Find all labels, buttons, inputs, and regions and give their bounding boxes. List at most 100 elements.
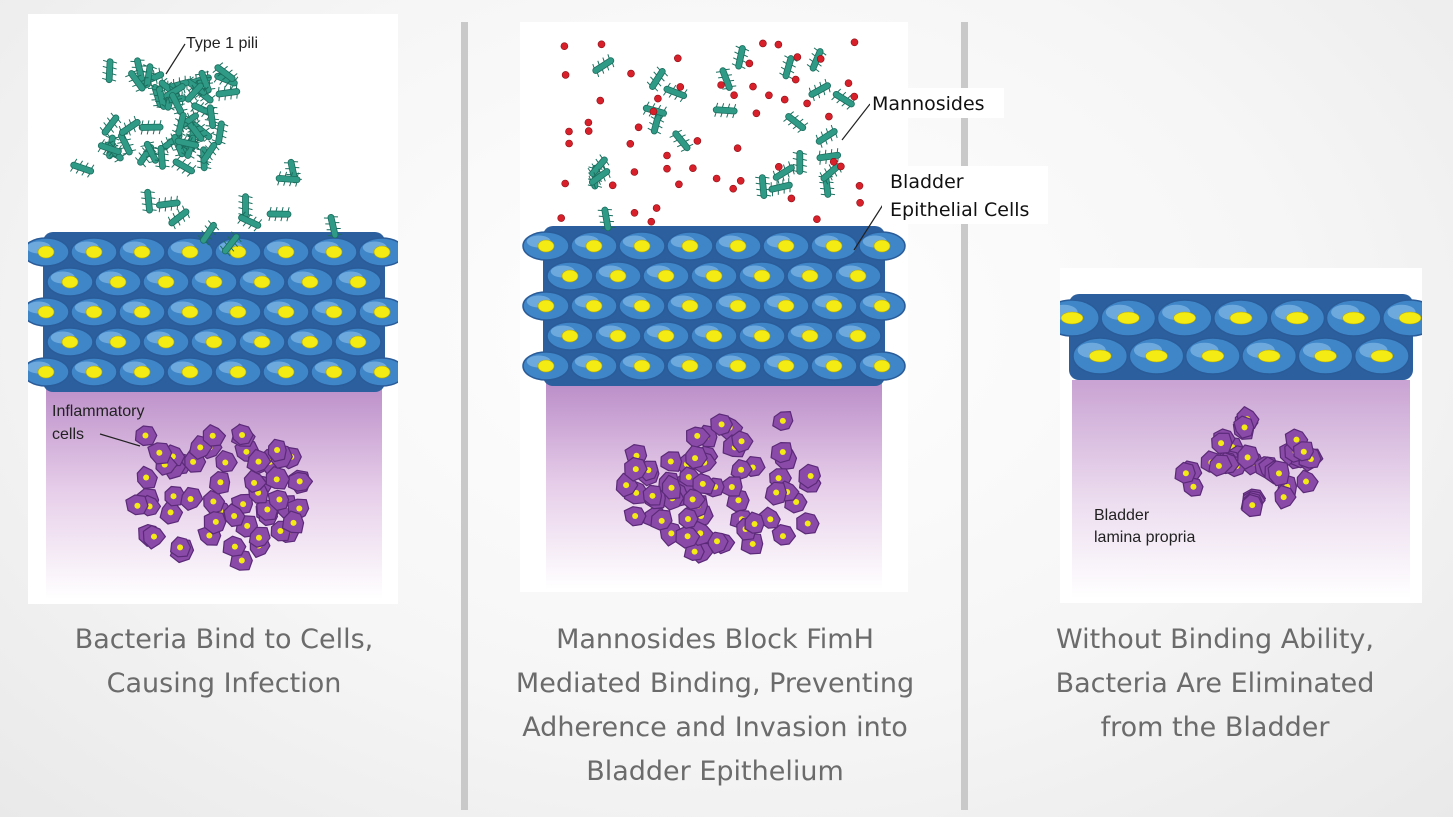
bacterium <box>663 82 688 103</box>
mannoside <box>759 39 767 48</box>
mannoside <box>855 182 864 190</box>
mannoside <box>745 59 754 68</box>
nucleus <box>181 305 199 319</box>
inflammatory-cells-cluster <box>1174 406 1324 518</box>
nucleus <box>777 359 795 373</box>
mannoside <box>663 164 671 173</box>
nucleus <box>277 365 295 379</box>
bacterium <box>215 84 241 102</box>
nucleus <box>301 335 319 349</box>
nucleus <box>705 269 723 283</box>
bacterium <box>211 120 229 146</box>
nucleus <box>109 275 127 289</box>
divider-left <box>461 22 468 810</box>
panel-infection-illustration: Type 1 pili Inflammatory cells <box>28 14 398 604</box>
nucleus <box>633 239 651 253</box>
label-cells: cells <box>52 426 84 443</box>
mannoside <box>793 53 802 61</box>
mannoside <box>565 127 573 136</box>
nucleus <box>705 329 723 343</box>
mannoside <box>813 215 821 223</box>
nucleus <box>1229 311 1253 325</box>
nucleus <box>873 239 891 253</box>
mannoside <box>749 82 757 91</box>
mannoside <box>627 69 635 78</box>
mannoside <box>630 209 639 217</box>
label-lamina-propria: lamina propria <box>1094 529 1195 546</box>
bacterium <box>792 149 807 175</box>
bacterium <box>646 66 668 92</box>
mannoside <box>729 184 737 193</box>
nucleus <box>1060 311 1084 325</box>
bacterium <box>755 174 772 199</box>
nucleus <box>277 305 295 319</box>
mannoside <box>584 127 593 135</box>
mannoside <box>850 38 859 47</box>
nucleus <box>301 275 319 289</box>
nucleus <box>61 275 79 289</box>
panel-2-labels: Mannosides Bladder Epithelial Cells <box>870 88 1048 224</box>
nucleus <box>277 245 295 259</box>
nucleus <box>61 335 79 349</box>
mannoside <box>584 118 593 127</box>
nucleus <box>181 245 199 259</box>
mannoside <box>626 140 635 148</box>
nucleus <box>777 299 795 313</box>
nucleus <box>325 245 343 259</box>
bacterium <box>597 206 616 232</box>
bacterium <box>237 211 263 232</box>
nucleus <box>873 359 891 373</box>
bacterium <box>323 214 343 239</box>
nucleus <box>373 365 391 379</box>
nucleus <box>133 365 151 379</box>
nucleus <box>753 269 771 283</box>
mannoside <box>837 162 845 171</box>
nucleus <box>85 305 103 319</box>
mannoside <box>561 179 570 188</box>
mannoside <box>765 91 773 100</box>
mannoside <box>565 139 573 148</box>
nucleus <box>681 359 699 373</box>
bacterium <box>183 120 208 143</box>
mannoside <box>774 40 783 49</box>
mannoside <box>752 109 761 118</box>
bacterium <box>731 45 750 70</box>
bacterium <box>275 171 301 187</box>
mannoside <box>736 177 745 185</box>
nucleus <box>849 329 867 343</box>
bacterium <box>172 111 190 137</box>
label-bladder: Bladder <box>890 171 964 193</box>
nucleus <box>657 269 675 283</box>
bacterium <box>808 78 831 102</box>
mannoside <box>557 214 566 222</box>
loose-inflammatory-cells <box>710 411 794 436</box>
loose-bacteria <box>70 145 343 257</box>
free-bacteria <box>587 45 857 232</box>
mannoside <box>634 123 643 132</box>
bacterium <box>99 112 122 138</box>
nucleus <box>349 335 367 349</box>
nucleus <box>1145 349 1168 363</box>
nucleus <box>1398 311 1422 325</box>
nucleus <box>561 329 579 343</box>
bacterium <box>587 154 610 180</box>
nucleus <box>609 269 627 283</box>
bacterium <box>592 54 615 78</box>
mannoside <box>850 92 859 101</box>
bacterium <box>153 145 170 170</box>
bacterium <box>806 47 827 73</box>
bacterium <box>816 148 842 165</box>
bacterium <box>768 178 793 197</box>
caption-panel-1: Bacteria Bind to Cells, Causing Infectio… <box>74 624 374 699</box>
nucleus <box>801 329 819 343</box>
nucleus <box>825 239 843 253</box>
mannoside <box>647 217 656 226</box>
nucleus <box>729 299 747 313</box>
nucleus <box>133 245 151 259</box>
bacterium <box>70 158 95 178</box>
label-bladder-lamina: Bladder <box>1094 507 1150 524</box>
mannoside <box>654 94 662 103</box>
mannoside <box>560 42 569 51</box>
nucleus <box>561 269 579 283</box>
bacterium <box>198 140 220 166</box>
